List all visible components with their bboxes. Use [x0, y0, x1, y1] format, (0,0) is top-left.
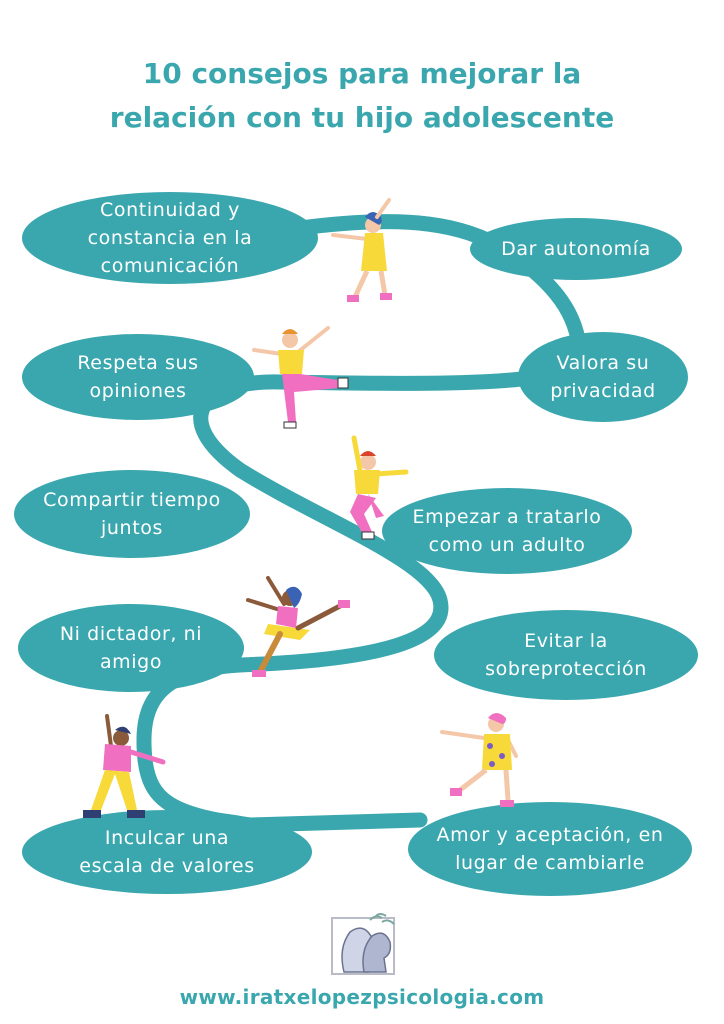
tip-1-line-2: constancia en la: [87, 227, 253, 249]
tip-compartir: Compartir tiempo juntos: [14, 470, 250, 558]
tip-adulto: Empezar a tratarlo como un adulto: [382, 488, 632, 574]
brand-logo-icon: [331, 913, 395, 975]
dancing-figure-icon: [350, 435, 409, 540]
dancing-figure-icon: [246, 576, 350, 677]
tip-4-line-1: Valora su: [556, 352, 650, 374]
tip-7-line-2: amigo: [99, 651, 163, 673]
title-line-2: relación con tu hijo adolescente: [109, 101, 615, 134]
website-link[interactable]: www.iratxelopezpsicologia.com: [179, 985, 545, 1009]
tip-2-line-1: Dar autonomía: [501, 238, 651, 260]
tip-3-line-1: Respeta sus: [77, 352, 199, 374]
tip-5-line-2: juntos: [101, 517, 163, 539]
tip-3-line-2: opiniones: [89, 380, 187, 402]
tip-continuidad: Continuidad y constancia en la comunicac…: [22, 192, 318, 284]
page-title: 10 consejos para mejorar la relación con…: [0, 52, 724, 140]
tip-7-line-1: Ni dictador, ni: [59, 623, 203, 645]
dancing-figure-icon: [331, 198, 392, 302]
tip-amor: Amor y aceptación, en lugar de cambiarle: [408, 802, 692, 896]
tip-6-line-2: como un adulto: [428, 534, 586, 556]
tip-dictador: Ni dictador, ni amigo: [18, 604, 244, 692]
tip-privacidad: Valora su privacidad: [518, 332, 688, 422]
tip-8-line-2: sobreprotección: [485, 658, 647, 680]
dancing-figure-icon: [83, 714, 166, 818]
tip-1-line-3: comunicación: [100, 255, 240, 277]
tip-8-line-1: Evitar la: [524, 630, 608, 652]
tip-autonomia: Dar autonomía: [470, 218, 682, 280]
tip-10-line-1: Amor y aceptación, en: [436, 824, 664, 846]
tip-1-line-1: Continuidad y: [100, 199, 240, 221]
tip-4-line-2: privacidad: [550, 380, 656, 402]
tip-9-line-1: Inculcar una: [104, 827, 230, 849]
tip-valores: Inculcar una escala de valores: [22, 810, 312, 894]
tip-10-line-2: lugar de cambiarle: [455, 852, 645, 874]
tip-sobreproteccion: Evitar la sobreprotección: [434, 610, 698, 700]
dancing-figure-icon: [252, 326, 349, 429]
tip-respeta: Respeta sus opiniones: [22, 334, 254, 420]
dancing-figure-icon: [440, 713, 518, 807]
tip-6-line-1: Empezar a tratarlo: [412, 506, 602, 528]
tip-9-line-2: escala de valores: [79, 855, 255, 877]
title-line-1: 10 consejos para mejorar la: [142, 57, 582, 90]
tip-5-line-1: Compartir tiempo: [43, 489, 221, 511]
